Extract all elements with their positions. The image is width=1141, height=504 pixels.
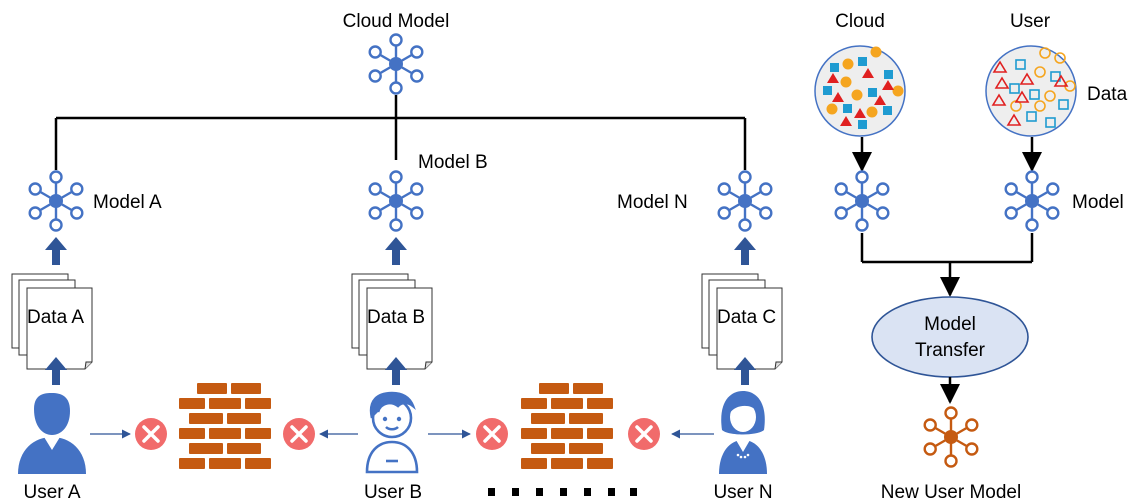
blocked-x-icon [133, 416, 169, 452]
cloud-model-label: Cloud Model [343, 11, 450, 32]
brick-wall-icon [179, 383, 271, 469]
model-transfer-line2: Transfer [915, 340, 986, 361]
model-transfer-node [871, 296, 1029, 378]
user-b-person-icon [365, 391, 419, 474]
model-n-network-icon [717, 170, 773, 232]
user-b-label: User B [364, 482, 422, 503]
user-label: User [1010, 11, 1051, 32]
cloud-data-bubble-icon [814, 45, 906, 137]
data-b-label: Data B [367, 307, 425, 328]
blocked-x-icon [626, 416, 662, 452]
blocked-x-icon [281, 416, 317, 452]
data-c-label: Data C [717, 307, 776, 328]
brick-wall-icon [521, 383, 613, 469]
aggregation-lines [54, 95, 747, 170]
model-b-label: Model B [418, 152, 488, 173]
model-label: Model [1072, 192, 1124, 213]
cloud-model-network-icon [368, 33, 424, 95]
new-user-model-label: New User Model [881, 482, 1021, 503]
blocked-x-icon [474, 416, 510, 452]
user-n-label: User N [713, 482, 772, 503]
user-side-model-network-icon [1004, 170, 1060, 232]
up-arrow-icon [385, 237, 407, 265]
up-arrow-icon [734, 237, 756, 265]
merge-lines [860, 233, 1034, 264]
user-a-person-icon [18, 393, 86, 474]
model-a-network-icon [28, 170, 84, 232]
model-b-network-icon [368, 170, 424, 232]
model-transfer-line1: Model [924, 314, 976, 335]
up-arrow-icon [45, 237, 67, 265]
model-a-label: Model A [93, 192, 162, 213]
data-label: Data [1087, 84, 1128, 105]
model-n-label: Model N [617, 192, 688, 213]
new-user-model-network-icon [923, 406, 979, 468]
cloud-side-model-network-icon [834, 170, 890, 232]
cloud-label: Cloud [835, 11, 885, 32]
user-data-bubble-icon [985, 45, 1077, 137]
user-n-person-icon [719, 391, 767, 474]
data-a-label: Data A [27, 307, 84, 328]
more-users-ellipsis [488, 488, 637, 496]
user-a-label: User A [23, 482, 80, 503]
